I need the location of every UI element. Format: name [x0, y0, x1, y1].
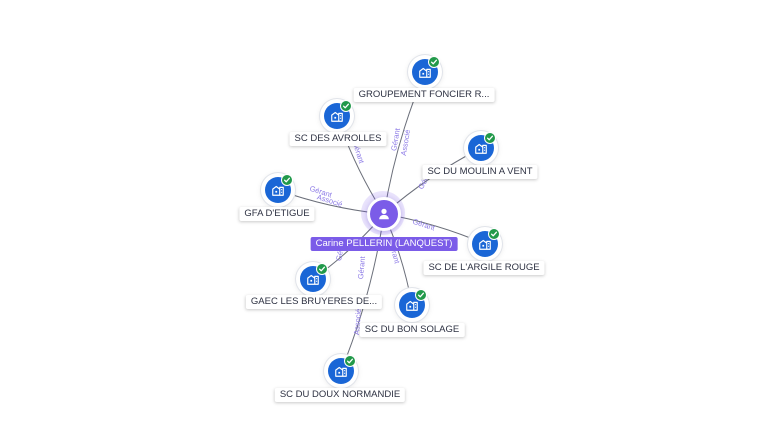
company-label-moulin[interactable]: SC DU MOULIN A VENT: [422, 165, 538, 179]
company-label-avrolles[interactable]: SC DES AVROLLES: [289, 132, 387, 146]
building-icon: [331, 111, 343, 122]
verified-check-icon: [488, 228, 500, 240]
center-person-label[interactable]: Carine PELLERIN (LANQUEST): [310, 237, 458, 251]
edge-doux: [340, 213, 385, 372]
company-label-argile[interactable]: SC DE L'ARGILE ROUGE: [423, 261, 545, 275]
building-icon: [419, 67, 431, 78]
building-icon: [272, 185, 284, 196]
relation-label-doux-0: Associé: [352, 308, 363, 335]
relation-label-doux-1: Gérant: [356, 255, 367, 280]
verified-check-icon: [428, 56, 440, 68]
company-node-groupement[interactable]: [412, 59, 438, 85]
relation-label-argile-0: Gérant: [411, 217, 436, 233]
relation-label-groupement-0: Gérant: [389, 127, 402, 152]
building-icon: [307, 274, 319, 285]
verified-check-icon: [316, 263, 328, 275]
verified-check-icon: [281, 174, 293, 186]
company-label-bonsolage[interactable]: SC DU BON SOLAGE: [359, 323, 465, 337]
verified-check-icon: [340, 100, 352, 112]
company-label-gfa[interactable]: GFA D'ETIGUE: [239, 207, 315, 221]
person-icon: [379, 208, 389, 220]
building-icon: [475, 143, 487, 154]
building-icon: [479, 239, 491, 250]
building-icon: [406, 300, 418, 311]
building-icon: [335, 366, 347, 377]
verified-check-icon: [415, 289, 427, 301]
verified-check-icon: [344, 355, 356, 367]
company-label-gaec[interactable]: GAEC LES BRUYERES DE...: [245, 295, 383, 309]
company-label-doux[interactable]: SC DU DOUX NORMANDIE: [274, 388, 406, 402]
center-person-node[interactable]: [367, 197, 401, 231]
relation-label-groupement-1: Associé: [399, 129, 412, 156]
company-label-groupement[interactable]: GROUPEMENT FONCIER R...: [353, 88, 495, 102]
verified-check-icon: [484, 132, 496, 144]
